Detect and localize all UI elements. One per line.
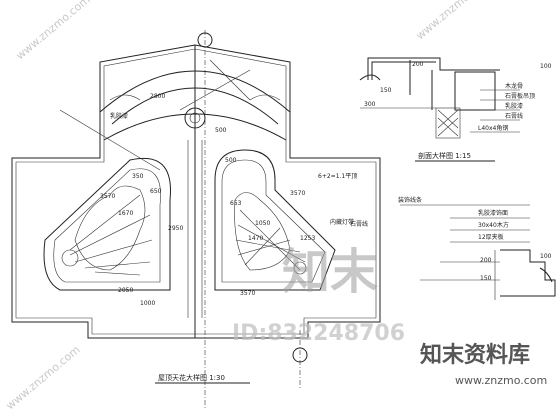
dim-2: 350: [132, 173, 144, 180]
section-title: 剖面大样图 1:15: [418, 151, 471, 160]
center-lamp-inner: [189, 112, 201, 124]
center-lamp: [184, 107, 206, 129]
ceiling-note: 6+2=1.1平顶: [318, 173, 357, 180]
leader-a: [59, 109, 161, 171]
room-outline-inner: [15, 48, 377, 335]
diag-watermark-1: www.znzmo.com: [14, 0, 93, 62]
leader-c: [209, 59, 251, 101]
paint-note: 乳胶漆: [110, 112, 128, 120]
profile-dim-2: 150: [480, 275, 492, 282]
dim-7: 2050: [118, 287, 133, 294]
diag-watermark-2: www.znzmo.com: [414, 0, 493, 42]
fan-recess-right: [214, 149, 336, 291]
dim-3: 2800: [150, 93, 165, 100]
watermarks: www.znzmo.com www.znzmo.com www.znzmo.co…: [4, 0, 548, 412]
axis-bubble-top: [197, 32, 213, 48]
section-dim-4: 300: [364, 101, 376, 108]
section-label-4: 石膏线: [505, 112, 523, 120]
dim-1: 3570: [100, 193, 115, 200]
diag-watermark-3: www.znzmo.com: [4, 343, 83, 412]
section-label-5: L40x4角钢: [478, 124, 508, 132]
dim-6: 2950: [168, 225, 183, 232]
dim-11: 1050: [255, 220, 270, 227]
section-dim-1: 150: [380, 87, 392, 94]
section-dim-2: 200: [412, 61, 424, 68]
watermark-brand: 知末资料库: [420, 342, 530, 368]
room-outline: [11, 44, 381, 339]
dim-12: 1470: [248, 235, 263, 242]
profile-label-1: 装饰线条: [398, 196, 422, 204]
section-detail: 木龙骨 石膏板吊顶 乳胶漆 石膏线 L40x4角钢 150 200 100 30…: [359, 57, 552, 162]
profile-label-4: 12厚夹板: [478, 233, 504, 241]
watermark-logo: 知末: [282, 244, 378, 300]
section-label-2: 石膏板吊顶: [505, 92, 535, 100]
plan-title: 屋顶天花大样图 1:30: [158, 373, 225, 382]
arc-mark-2: [249, 94, 281, 101]
section-label-1: 木龙骨: [505, 82, 523, 90]
dim-13: 653: [230, 200, 242, 207]
dim-16: 500: [225, 157, 237, 164]
dim-8: 1000: [140, 300, 155, 307]
dim-4: 500: [215, 127, 227, 134]
fan-recess-left: [43, 157, 171, 291]
ceiling-plan: 3570 350 2800 500 1670 2950 2050 1000 65…: [11, 30, 381, 410]
section-dim-3: 100: [540, 63, 552, 70]
profile-curve: [539, 267, 553, 283]
profile-dim-3: 100: [540, 253, 552, 260]
section-break: [359, 74, 381, 81]
section-box: [454, 71, 496, 111]
watermark-url: www.znzmo.com: [455, 374, 547, 387]
section-slab: [367, 57, 500, 80]
arc-mark-1: [109, 94, 141, 101]
profile-label-5: 石膏线: [350, 220, 368, 228]
section-slab-inner: [371, 61, 436, 80]
dim-10: 3570: [290, 190, 305, 197]
dim-14: 1253: [300, 235, 315, 242]
section-label-3: 乳胶漆: [505, 102, 523, 110]
leader-b: [179, 69, 251, 111]
watermark-id: ID:832248706: [232, 321, 405, 346]
dim-15: 3570: [240, 290, 255, 297]
profile-detail: 装饰线条 乳胶漆饰面 30x40木方 12厚夹板 石膏线 200 150 100: [350, 196, 556, 300]
section-hatch: [435, 107, 461, 139]
dim-9: 650: [150, 188, 162, 195]
profile-label-3: 30x40木方: [478, 221, 509, 229]
profile-dim-1: 200: [480, 257, 492, 264]
light-note: 内藏灯带: [330, 218, 354, 226]
dim-5: 1670: [118, 210, 133, 217]
profile-label-2: 乳胶漆饰面: [478, 209, 508, 217]
